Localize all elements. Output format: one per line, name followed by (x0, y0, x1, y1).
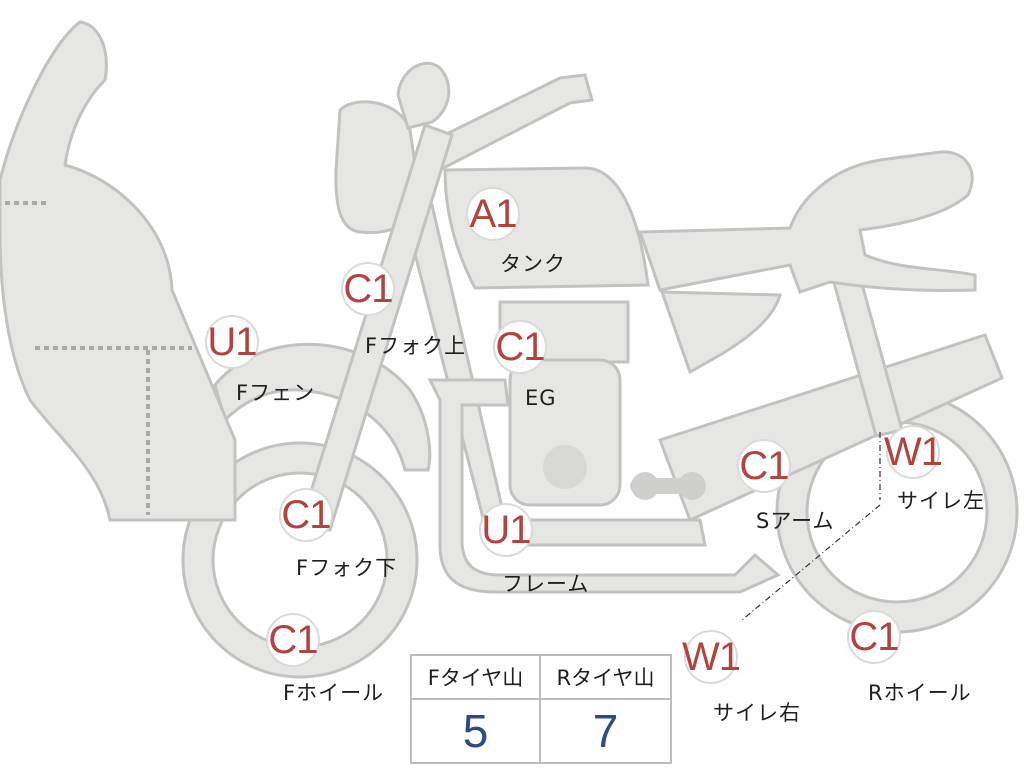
callout-code-f-wheel: C1 (266, 613, 320, 667)
leader-line-muffler-right (741, 504, 881, 621)
callout-label-muffler-right: サイレ右 (713, 701, 801, 725)
callout-code-engine: C1 (493, 320, 547, 374)
callout-label-f-wheel: Fホイール (283, 681, 385, 705)
callout-label-s-arm: Sアーム (756, 509, 835, 533)
callout-code-r-wheel: C1 (847, 610, 901, 664)
callout-code-f-fender: U1 (205, 315, 259, 369)
mirror-shape (396, 61, 451, 130)
seat-shape (637, 150, 977, 294)
callout-code-f-fork-upper: C1 (341, 262, 395, 316)
tread-header-front: Fタイヤ山 (412, 656, 541, 700)
tire-tread-table: Fタイヤ山 Rタイヤ山 5 7 (410, 654, 672, 764)
callout-label-r-wheel: Rホイール (868, 681, 972, 705)
callout-label-f-fork-upper: Fフォク上 (365, 334, 467, 358)
fairing-shape (0, 20, 237, 522)
frame-lower-shape (427, 378, 781, 594)
callout-code-s-arm: C1 (737, 439, 791, 493)
callout-label-tank: タンク (500, 252, 566, 276)
callout-label-frame: フレーム (502, 572, 590, 596)
tread-value-rear: 7 (592, 705, 619, 757)
side-cover-shape (659, 290, 782, 375)
callout-label-f-fender: Fフェン (236, 381, 316, 405)
callout-label-f-fork-lower: Fフォク下 (296, 556, 398, 580)
tread-header-rear: Rタイヤ山 (541, 656, 670, 700)
callout-code-f-fork-lower: C1 (279, 488, 333, 542)
callout-label-engine: EG (525, 386, 557, 410)
callout-code-muffler-right: W1 (682, 630, 741, 684)
callout-code-muffler-left: W1 (884, 425, 943, 479)
callout-label-muffler-left: サイレ左 (897, 489, 985, 513)
callout-code-frame: U1 (479, 503, 533, 557)
callout-code-tank: A1 (466, 187, 520, 241)
tread-value-front: 5 (412, 700, 541, 762)
